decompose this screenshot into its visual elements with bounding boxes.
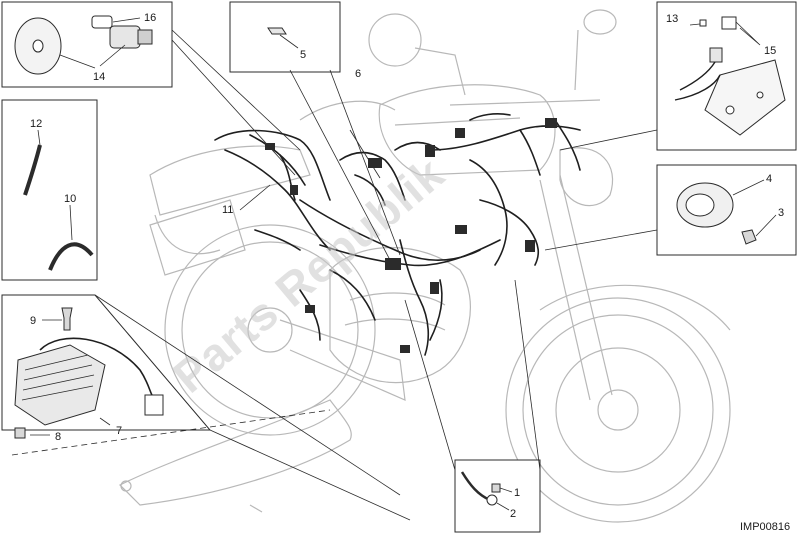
bolt-icon (741, 229, 757, 245)
part-number-3: 3 (778, 207, 784, 219)
inset-cable-ties: 12 10 (1, 99, 98, 281)
rear-wheel-rim (181, 241, 359, 419)
part-number-7: 7 (116, 425, 122, 437)
part-number-10: 10 (64, 193, 76, 205)
drawing-code: IMP00816 (740, 521, 790, 533)
regulator-connector (144, 394, 164, 416)
part-number-12: 12 (30, 118, 42, 130)
part-number-1: 1 (514, 487, 520, 499)
nut-icon (14, 427, 26, 439)
leader-lines (94, 29, 658, 521)
part-number-9: 9 (30, 315, 36, 327)
rear-hub (247, 307, 293, 353)
fuse-icon (267, 27, 287, 35)
rear-wheel (164, 224, 376, 436)
cable-tie-10-icon (48, 242, 94, 271)
mirror (368, 13, 422, 67)
part-number-2: 2 (510, 508, 516, 520)
front-wheel (505, 297, 731, 523)
inset-relay-bracket: 13 15 (656, 1, 797, 151)
front-brake-disc (555, 347, 681, 473)
part-number-15: 15 (764, 45, 776, 57)
wiring-harness (214, 113, 581, 356)
harness-connectors (265, 118, 557, 353)
relay-icon (721, 16, 737, 30)
inset-cd-key: 14 16 (1, 1, 173, 88)
front-wheel-rim (522, 314, 714, 506)
bolt-small-icon (491, 483, 501, 493)
motorcycle-outline (149, 9, 731, 523)
part-number-14: 14 (93, 71, 105, 83)
inset-regulator: 9 7 8 (1, 294, 212, 443)
part-number-11: 11 (222, 204, 233, 216)
inset-ground-cable: 1 2 (454, 459, 541, 533)
part-number-13: 13 (666, 13, 678, 25)
cable-tie-12-icon (23, 144, 42, 196)
key-icon (91, 15, 153, 49)
part-number-5: 5 (300, 49, 306, 61)
front-hub (597, 389, 639, 431)
part-number-8: 8 (55, 431, 61, 443)
part-number-16: 16 (144, 12, 156, 24)
part-number-6: 6 (355, 68, 361, 80)
regulator-icon (14, 344, 106, 426)
belly-pan (118, 399, 352, 513)
washer-icon (486, 494, 498, 506)
screw-icon (61, 307, 73, 331)
inset-fuse: 5 (229, 1, 341, 73)
inset-horn: 4 3 (656, 164, 797, 256)
part-number-4: 4 (766, 173, 772, 185)
